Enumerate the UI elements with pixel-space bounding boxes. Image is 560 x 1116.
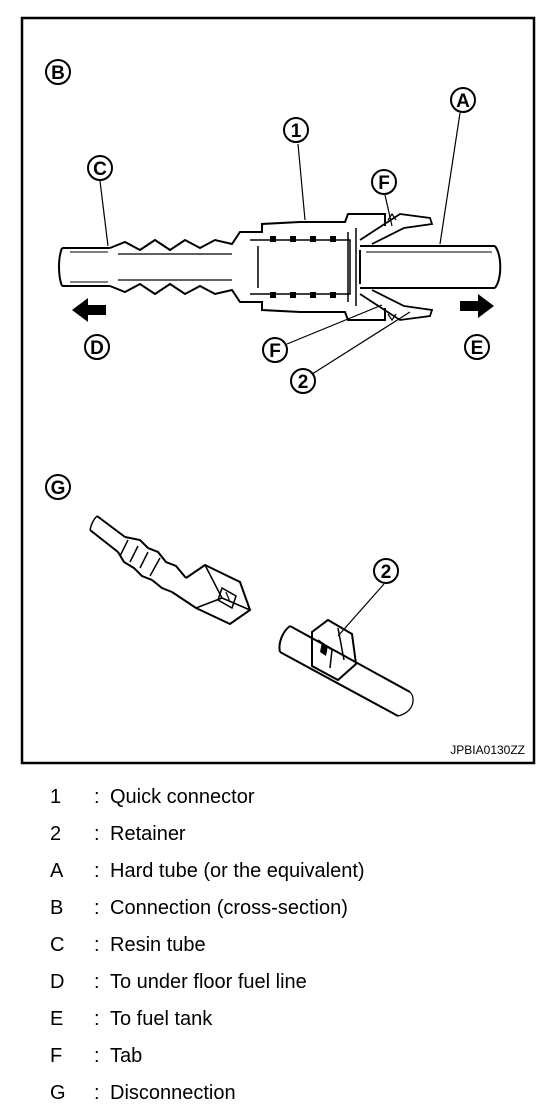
quick-connector-body <box>109 213 386 321</box>
legend-colon: : <box>94 1082 100 1104</box>
diagram-frame <box>20 16 536 765</box>
leader-lines-b <box>99 112 461 377</box>
legend-desc: Disconnection <box>110 1082 236 1104</box>
callout-f-top: F <box>371 169 397 195</box>
svg-text:F: F <box>269 341 281 362</box>
legend-key: A <box>50 860 64 882</box>
arrow-left-icon <box>72 298 106 322</box>
callout-1: 1 <box>283 117 309 143</box>
legend-key: B <box>50 897 64 919</box>
legend-colon: : <box>94 1045 100 1067</box>
legend-key: 2 <box>50 823 62 845</box>
legend-colon: : <box>94 971 100 993</box>
svg-text:2: 2 <box>298 372 309 393</box>
svg-text:E: E <box>471 338 484 359</box>
arrow-right-icon <box>460 294 494 318</box>
image-code: JPBIA0130ZZ <box>450 743 525 757</box>
callout-2-bottom: 2 <box>373 558 399 584</box>
svg-text:D: D <box>90 338 104 359</box>
legend-desc: To fuel tank <box>110 1008 213 1030</box>
legend-key: C <box>50 934 65 956</box>
svg-text:B: B <box>51 63 65 84</box>
hard-tube <box>359 245 502 289</box>
legend-colon: : <box>94 1008 100 1030</box>
legend-key: E <box>50 1008 64 1030</box>
section-b-label: B <box>45 59 71 85</box>
callout-2-top: 2 <box>290 368 316 394</box>
legend-desc: To under floor fuel line <box>110 971 307 993</box>
legend-desc: Tab <box>110 1045 143 1067</box>
legend-desc: Resin tube <box>110 934 206 956</box>
svg-text:F: F <box>378 173 390 194</box>
legend-colon: : <box>94 786 100 808</box>
svg-text:A: A <box>456 91 470 112</box>
legend-colon: : <box>94 860 100 882</box>
retainer-tabs <box>359 212 434 322</box>
legend-key: F <box>50 1045 63 1067</box>
resin-tube <box>58 247 110 287</box>
legend-key: D <box>50 971 65 993</box>
callout-c: C <box>87 155 113 181</box>
legend-key: G <box>50 1082 66 1104</box>
legend-colon: : <box>94 823 100 845</box>
callout-a: A <box>450 87 476 113</box>
section-g-label: G <box>45 474 71 500</box>
legend-desc: Hard tube (or the equivalent) <box>110 860 365 882</box>
callout-e: E <box>464 334 490 360</box>
legend-colon: : <box>94 934 100 956</box>
legend-desc: Connection (cross-section) <box>110 897 348 919</box>
svg-text:1: 1 <box>291 121 302 142</box>
svg-text:2: 2 <box>381 562 392 583</box>
tube-with-retainer <box>278 618 414 717</box>
legend-key: 1 <box>50 786 62 808</box>
legend-colon: : <box>94 897 100 919</box>
legend-desc: Quick connector <box>110 786 255 808</box>
callout-d: D <box>84 334 110 360</box>
svg-text:C: C <box>93 159 107 180</box>
leader-line-g <box>337 583 385 637</box>
svg-text:G: G <box>51 478 66 499</box>
disconnected-hose <box>89 515 252 626</box>
callout-f-bottom: F <box>262 337 288 363</box>
connector-diagram: B <box>20 16 536 765</box>
legend-desc: Retainer <box>110 823 186 845</box>
